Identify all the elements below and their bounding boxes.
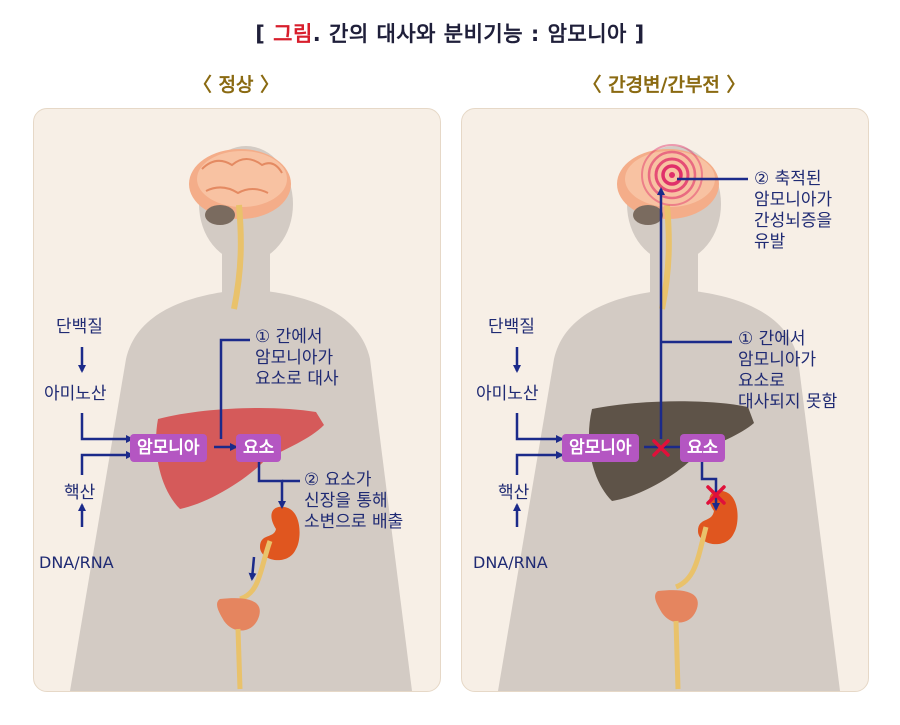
ammonia-box: 암모니아: [130, 434, 207, 462]
kidney-icon: [239, 506, 300, 602]
kidney-excretion-note: ② 요소가 신장을 통해 소변으로 배출: [304, 470, 404, 532]
figure-title: [ 그림. 간의 대사와 분비기능 : 암모니아 ]: [255, 22, 645, 46]
amino-acid-label: 아미노산: [44, 384, 107, 404]
urea-box: 요소: [680, 434, 726, 462]
diseased-liver-icon: [588, 401, 754, 501]
protein-label: 단백질: [488, 317, 535, 337]
disease-body-figure: [498, 144, 840, 691]
disease-subtitle: 〈 간경변/간부전 〉: [582, 74, 746, 96]
nucleic-acid-label: 핵산: [498, 483, 530, 503]
liver-metabolism-note: ① 간에서 암모니아가 요소로 대사: [255, 327, 339, 389]
blocked-x-icon-kidney: [706, 485, 726, 505]
dna-rna-label: DNA/RNA: [39, 553, 114, 572]
bladder-icon: [655, 590, 698, 690]
encephalopathy-note: ② 축적된 암모니아가 간성뇌증을 유발: [754, 169, 833, 252]
dna-rna-label: DNA/RNA: [473, 553, 548, 572]
ammonia-accumulation-icon: [641, 144, 703, 206]
blocked-x-icon: [652, 439, 670, 457]
normal-arrows: [78, 338, 300, 581]
normal-body-figure: [70, 146, 412, 691]
nucleic-acid-label: 핵산: [64, 483, 96, 503]
normal-panel: 단백질 아미노산 핵산 DNA/RNA 암모니아 요소 ① 간에서 암모니아가 …: [33, 108, 441, 692]
ammonia-box: 암모니아: [562, 434, 639, 462]
protein-label: 단백질: [56, 317, 103, 337]
disease-panel: 단백질 아미노산 핵산 DNA/RNA 암모니아 요소 ① 간에서 암모니아가 …: [461, 108, 869, 692]
liver-failure-note: ① 간에서 암모니아가 요소로 대사되지 못함: [738, 329, 838, 412]
normal-subtitle: 〈 정상 〉: [192, 74, 280, 96]
title-highlight: 그림: [273, 22, 313, 46]
bladder-icon: [217, 598, 260, 690]
kidney-icon: [674, 490, 738, 590]
urea-box: 요소: [236, 434, 282, 462]
brain-icon: [189, 149, 291, 310]
amino-acid-label: 아미노산: [476, 384, 539, 404]
